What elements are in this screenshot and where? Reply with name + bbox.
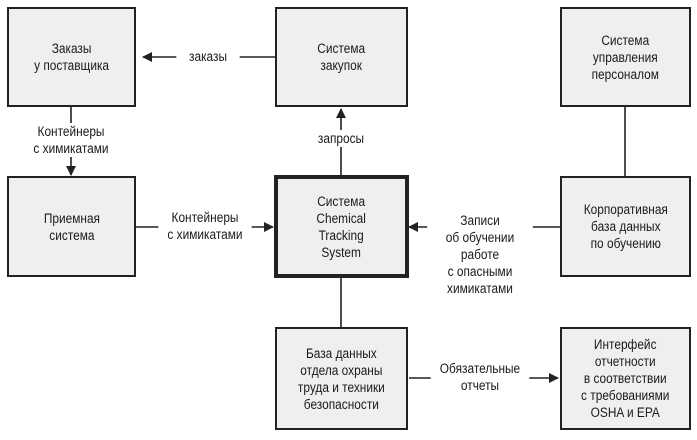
purchasing-system-label: Система закупок <box>317 41 366 73</box>
supplier-orders-label: Заказы у поставщика <box>34 41 109 73</box>
osha-epa-interface-label: Интерфейс отчетности в соответствии с тр… <box>581 337 670 420</box>
containers-down-flow-label: Контейнеры с химикатами <box>24 123 118 157</box>
supplier-orders-box: Заказы у поставщика <box>7 7 136 107</box>
hr-system-box: Система управления персоналом <box>560 7 691 107</box>
orders-flow-label: заказы <box>176 48 240 65</box>
purchasing-system-box: Система закупок <box>275 7 408 107</box>
training-database-box: Корпоративная база данных по обучению <box>560 176 691 277</box>
health-safety-database-box: База данных отдела охраны труда и техник… <box>275 327 408 430</box>
chemical-tracking-system-label: Система Chemical Tracking System <box>316 193 367 260</box>
containers-right-flow-label: Контейнеры с химикатами <box>158 209 252 243</box>
osha-epa-interface-box: Интерфейс отчетности в соответствии с тр… <box>560 327 691 430</box>
receiving-system-label: Приемная система <box>43 210 100 243</box>
hr-system-label: Система управления персоналом <box>591 32 660 82</box>
training-database-label: Корпоративная база данных по обучению <box>583 202 668 251</box>
training-records-flow-label: Записи об обучении работе с опасными хим… <box>427 212 533 297</box>
requests-flow-label: запросы <box>304 130 378 147</box>
chemical-tracking-system-box: Система Chemical Tracking System <box>274 175 409 278</box>
health-safety-database-label: База данных отдела охраны труда и техник… <box>298 345 385 412</box>
mandatory-reports-flow-label: Обязательные отчеты <box>430 360 530 394</box>
receiving-system-box: Приемная система <box>7 176 136 277</box>
